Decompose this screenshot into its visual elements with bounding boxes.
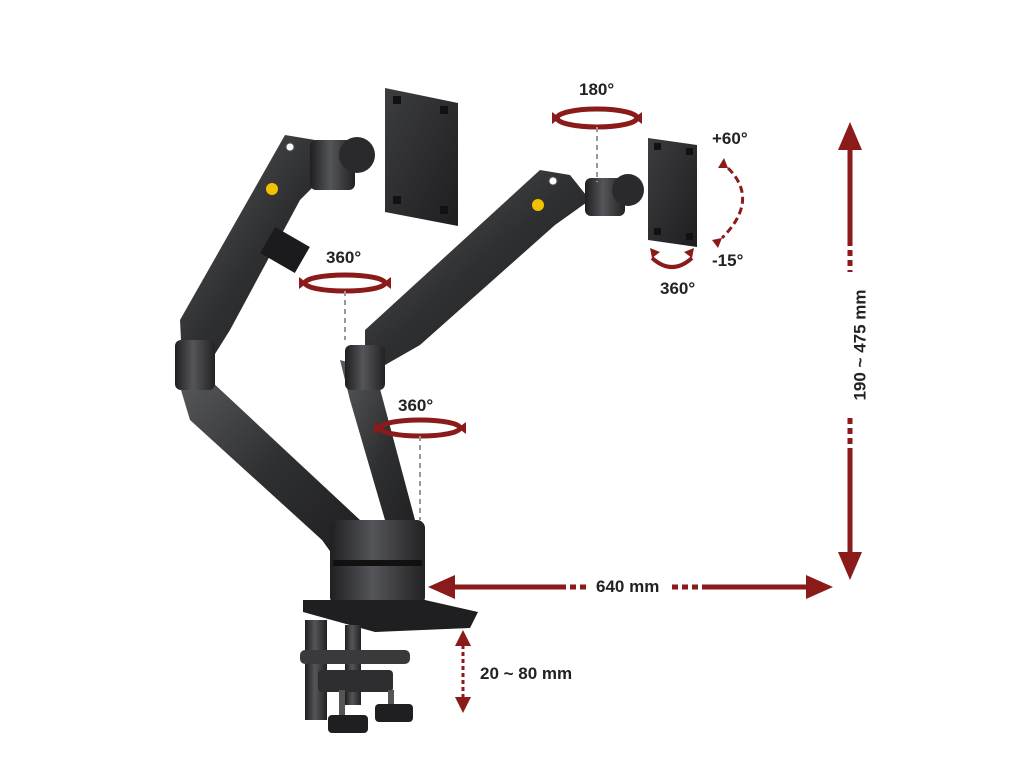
left-upper-arm bbox=[180, 135, 335, 370]
reach-label: 640 mm bbox=[596, 577, 660, 596]
brand-badge-icon bbox=[532, 199, 544, 211]
right-vesa-plate bbox=[648, 138, 697, 247]
left-vesa-plate bbox=[385, 88, 458, 226]
tilt-arrow-icon bbox=[712, 158, 744, 248]
rotate-vesa-label: 180° bbox=[579, 80, 615, 99]
left-monitor-arm bbox=[175, 88, 458, 565]
reach-dimension-arrow bbox=[428, 575, 833, 599]
brand-badge-icon bbox=[266, 183, 278, 195]
rotation-arrow-icon bbox=[650, 248, 694, 269]
height-range-label: 190 ~ 475 mm bbox=[850, 289, 870, 401]
right-monitor-arm bbox=[340, 138, 697, 562]
left-elbow-joint bbox=[175, 340, 215, 390]
base-plate bbox=[303, 600, 478, 632]
clamp-knob-right bbox=[375, 704, 413, 722]
clamp-screw-left bbox=[339, 690, 345, 718]
clamp-knob-left bbox=[328, 715, 368, 733]
clamp-bar-left bbox=[305, 620, 327, 720]
clamp-bar-right bbox=[345, 625, 361, 705]
right-lower-arm bbox=[340, 360, 420, 562]
tilt-up-label: +60° bbox=[712, 129, 748, 148]
right-upper-arm bbox=[365, 170, 590, 365]
tilt-down-label: -15° bbox=[712, 251, 744, 270]
height-dimension-arrow bbox=[838, 122, 862, 580]
clamp-range-label: 20 ~ 80 mm bbox=[480, 664, 573, 683]
base-post-and-clamp bbox=[300, 520, 478, 733]
swivel-base-label: 360° bbox=[398, 396, 434, 415]
clamp-screw-right bbox=[388, 690, 394, 710]
clamp-dimension-arrow bbox=[455, 630, 471, 713]
rotation-arrow-icon bbox=[299, 272, 391, 340]
rotation-arrow-icon bbox=[552, 106, 642, 182]
left-lower-arm bbox=[175, 370, 372, 565]
rotate-screen-label: 360° bbox=[660, 279, 696, 298]
right-elbow-joint bbox=[345, 345, 385, 390]
swivel-arm-label: 360° bbox=[326, 248, 362, 267]
rotation-arrow-icon bbox=[374, 417, 466, 520]
